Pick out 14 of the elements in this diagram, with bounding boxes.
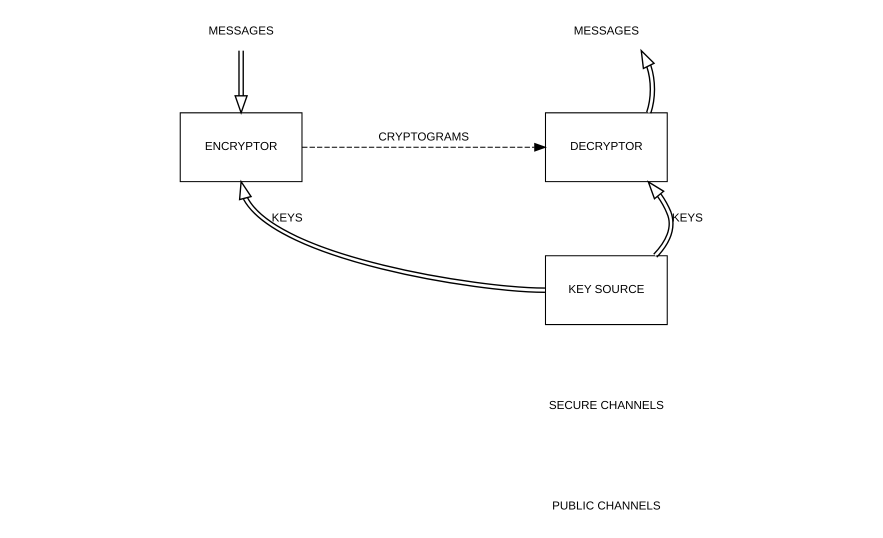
node-text: MESSAGES [573, 24, 638, 38]
node-box: DECRYPTOR [544, 112, 668, 182]
edge-label: CRYPTOGRAMS [378, 130, 469, 144]
node-text: MESSAGES [208, 24, 274, 38]
legend-label: PUBLIC CHANNELS [552, 500, 660, 513]
node-box: KEY SOURCE [544, 255, 668, 326]
arrow [640, 48, 655, 114]
edge-label: KEYS [271, 212, 302, 225]
arrow [238, 180, 544, 293]
node-box: ENCRYPTOR [179, 112, 302, 182]
arrow [646, 180, 674, 258]
legend-label: SECURE CHANNELS [548, 399, 664, 412]
arrow [302, 142, 546, 152]
arrow [234, 50, 248, 115]
